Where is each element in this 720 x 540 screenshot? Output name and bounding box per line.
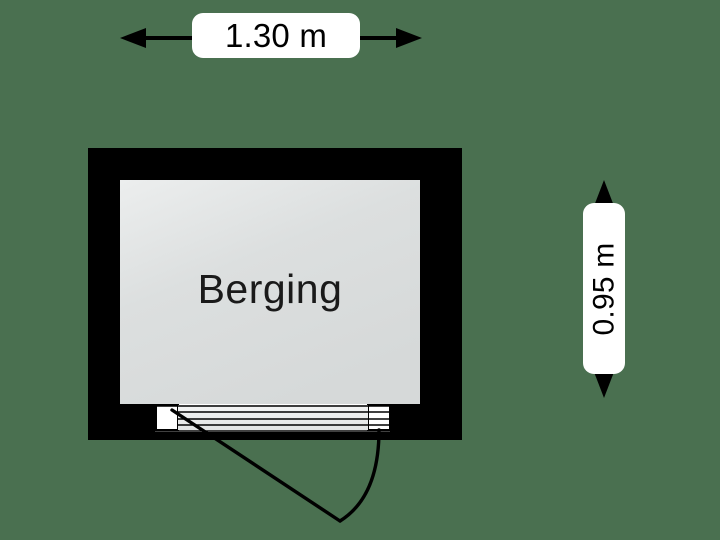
arrow-down-icon — [594, 372, 614, 398]
door-jamb-right — [367, 404, 391, 431]
dimension-height-label: 0.95 m — [583, 203, 625, 374]
room-label-berging: Berging — [197, 266, 343, 312]
dimension-height-label-text: 0.95 m — [587, 242, 621, 335]
dimension-width-label: 1.30 m — [192, 13, 360, 58]
door-leaf-panel — [155, 405, 392, 432]
door-jamb-left — [155, 404, 179, 431]
door-swing-arc — [338, 428, 381, 523]
arrow-up-icon — [594, 180, 614, 206]
door-assembly[interactable] — [155, 404, 392, 523]
door-swing-leaf-line — [170, 408, 342, 523]
arrow-right-icon — [396, 28, 422, 48]
arrow-left-icon — [120, 28, 146, 48]
room-floor — [120, 180, 420, 404]
